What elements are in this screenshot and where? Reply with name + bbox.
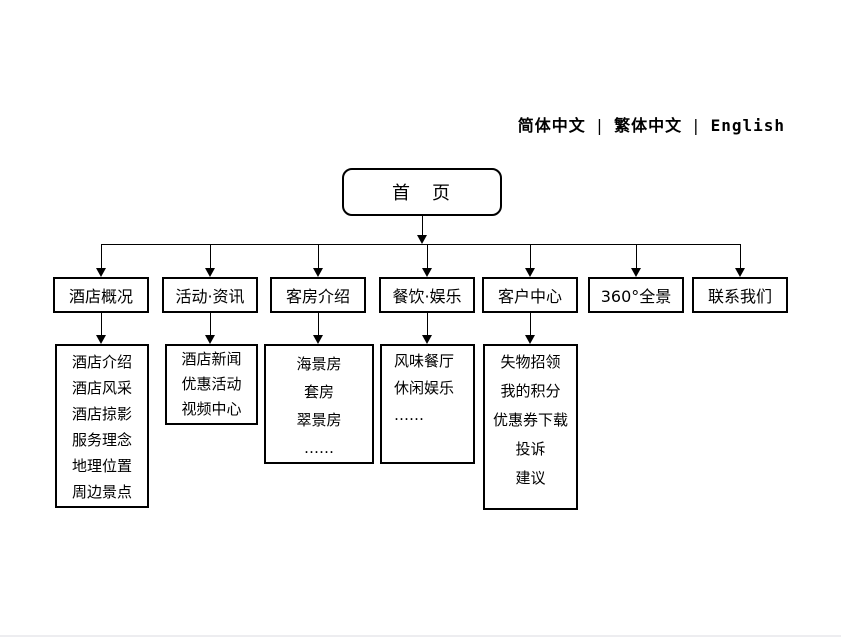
subnav-hotel-overview: 酒店介绍 酒店风采 酒店掠影 服务理念 地理位置 周边景点 xyxy=(55,344,149,508)
connector-line xyxy=(427,245,428,268)
subnav-dining-entertainment: 风味餐厅 休闲娱乐 …… xyxy=(380,344,475,464)
lang-separator: | xyxy=(596,116,604,135)
node-activities-news[interactable]: 活动·资讯 xyxy=(162,277,258,313)
arrowhead-down-icon xyxy=(96,268,106,277)
subnav-rooms: 海景房 套房 翠景房 …… xyxy=(264,344,374,464)
connector-rail xyxy=(101,244,741,245)
subnav-item[interactable]: 套房 xyxy=(303,383,334,401)
subnav-item[interactable]: 酒店介绍 xyxy=(71,353,132,371)
node-hotel-overview[interactable]: 酒店概况 xyxy=(53,277,149,313)
subnav-item[interactable]: 视频中心 xyxy=(181,400,242,418)
connector-line xyxy=(530,245,531,268)
connector-line xyxy=(427,313,428,335)
node-home[interactable]: 首 页 xyxy=(342,168,502,216)
subnav-item[interactable]: 休闲娱乐 xyxy=(394,379,455,397)
connector-line xyxy=(740,245,741,268)
lang-separator: | xyxy=(693,116,700,135)
connector-line xyxy=(101,313,102,335)
node-contact-us[interactable]: 联系我们 xyxy=(692,277,788,313)
node-customer-center[interactable]: 客户中心 xyxy=(482,277,578,313)
subnav-item[interactable]: 优惠活动 xyxy=(181,375,242,393)
arrowhead-down-icon xyxy=(631,268,641,277)
connector-line xyxy=(318,313,319,335)
arrowhead-down-icon xyxy=(205,268,215,277)
subnav-item[interactable]: 服务理念 xyxy=(71,431,132,449)
connector-line xyxy=(636,245,637,268)
subnav-item[interactable]: 地理位置 xyxy=(71,457,132,475)
arrowhead-down-icon xyxy=(313,268,323,277)
arrowhead-down-icon xyxy=(417,235,427,244)
lang-link-traditional-chinese[interactable]: 繁体中文 xyxy=(614,116,683,135)
subnav-item[interactable]: 投诉 xyxy=(515,440,546,458)
subnav-item[interactable]: 酒店掠影 xyxy=(71,405,132,423)
arrowhead-down-icon xyxy=(313,335,323,344)
arrowhead-down-icon xyxy=(422,335,432,344)
connector-line xyxy=(101,245,102,268)
arrowhead-down-icon xyxy=(525,268,535,277)
connector-line xyxy=(422,216,423,235)
node-rooms[interactable]: 客房介绍 xyxy=(270,277,366,313)
subnav-item[interactable]: 我的积分 xyxy=(500,382,561,400)
arrowhead-down-icon xyxy=(422,268,432,277)
connector-line xyxy=(530,313,531,335)
subnav-item[interactable]: 优惠券下载 xyxy=(492,411,568,429)
connector-line xyxy=(210,245,211,268)
subnav-item[interactable]: …… xyxy=(304,439,334,457)
language-switcher: 简体中文 | 繁体中文 | English xyxy=(518,112,785,136)
arrowhead-down-icon xyxy=(525,335,535,344)
subnav-item[interactable]: …… xyxy=(394,406,424,424)
subnav-item[interactable]: 翠景房 xyxy=(296,411,342,429)
arrowhead-down-icon xyxy=(96,335,106,344)
connector-line xyxy=(210,313,211,335)
connector-line xyxy=(318,245,319,268)
subnav-item[interactable]: 周边景点 xyxy=(71,483,132,501)
lang-link-english[interactable]: English xyxy=(710,116,785,135)
node-dining-entertainment[interactable]: 餐饮·娱乐 xyxy=(379,277,475,313)
arrowhead-down-icon xyxy=(735,268,745,277)
arrowhead-down-icon xyxy=(205,335,215,344)
subnav-activities-news: 酒店新闻 优惠活动 视频中心 xyxy=(165,344,258,425)
subnav-item[interactable]: 酒店新闻 xyxy=(181,350,242,368)
subnav-item[interactable]: 风味餐厅 xyxy=(394,352,455,370)
subnav-item[interactable]: 失物招领 xyxy=(500,353,561,371)
subnav-item[interactable]: 酒店风采 xyxy=(71,379,132,397)
node-panorama-360[interactable]: 360°全景 xyxy=(588,277,684,313)
subnav-customer-center: 失物招领 我的积分 优惠券下载 投诉 建议 xyxy=(483,344,578,510)
subnav-item[interactable]: 海景房 xyxy=(296,355,342,373)
lang-link-simplified-chinese[interactable]: 简体中文 xyxy=(517,116,586,135)
subnav-item[interactable]: 建议 xyxy=(515,469,546,487)
